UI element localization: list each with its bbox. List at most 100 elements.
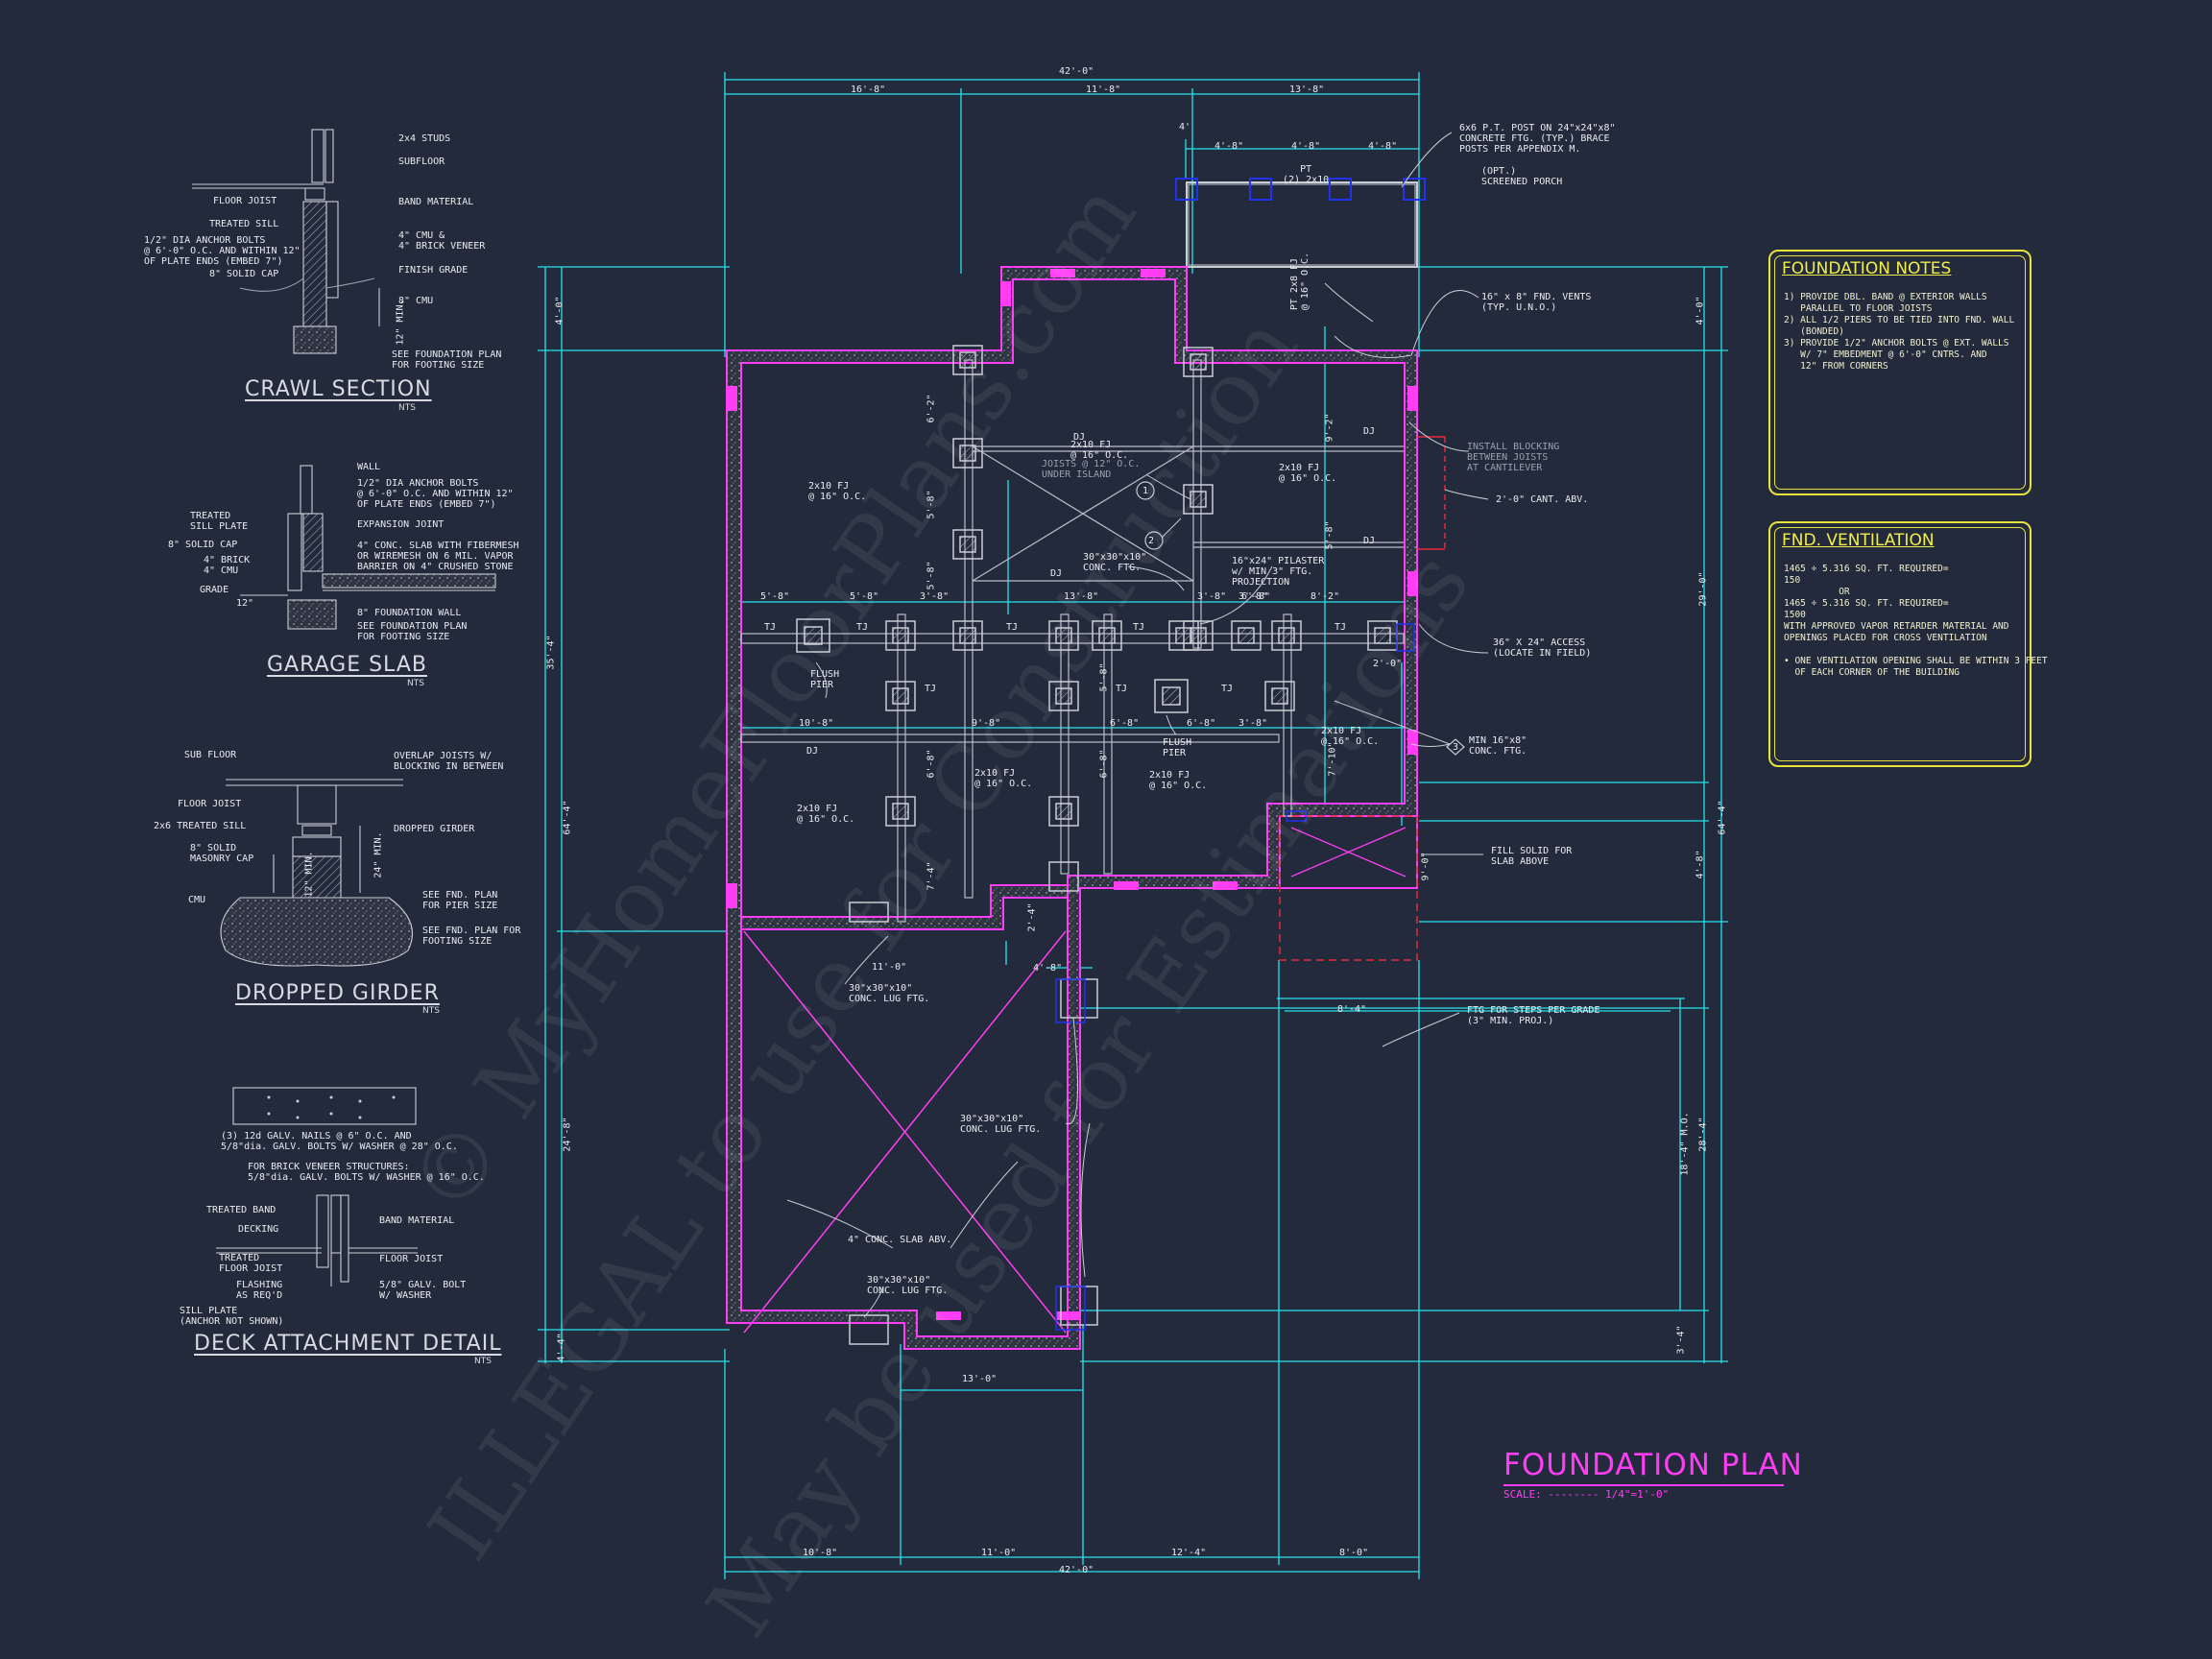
crawl-label: SEE FOUNDATION PLAN FOR FOOTING SIZE	[392, 349, 502, 371]
joist-label: 2x10 FJ @ 16" O.C.	[797, 804, 855, 825]
dim-interior: 4'-8"	[1033, 963, 1063, 974]
dim-top-segment: 13'-8"	[1289, 84, 1325, 95]
tag-label: 2	[1148, 536, 1155, 546]
garage-label: 8" FOUNDATION WALL	[357, 608, 462, 618]
dim-interior: 3'-8"	[920, 591, 950, 602]
access-label: 36" X 24" ACCESS (LOCATE IN FIELD)	[1493, 637, 1592, 659]
crawl-label: BAND MATERIAL	[398, 197, 474, 207]
ventilation-notes-body: 1465 ÷ 5.316 SQ. FT. REQUIRED= 150 OR 14…	[1784, 564, 2048, 678]
screened-porch	[1175, 178, 1426, 268]
dim-porch: 4'-8"	[1368, 141, 1398, 152]
center-footing-label: 30"x30"x10" CONC. FTG.	[1083, 552, 1147, 573]
dim-interior: 10'-8"	[799, 718, 834, 729]
deck-label: FLASHING AS REQ'D	[236, 1280, 283, 1301]
crawl-label: FLOOR JOIST	[213, 196, 277, 206]
crawl-label: TREATED SILL	[209, 219, 279, 229]
ventilation-notes-title: FND. VENTILATION	[1782, 531, 1935, 550]
dim-porch: 4'	[1179, 122, 1191, 132]
vents-label: 16" x 8" FND. VENTS (TYP. U.N.O.)	[1481, 292, 1592, 313]
girder-label: DROPPED GIRDER	[394, 824, 475, 834]
girder-label: CMU	[188, 895, 206, 905]
garage-label: WALL	[357, 462, 381, 472]
dim-right: 64'-4"	[1717, 800, 1728, 835]
leader-lines	[786, 132, 1489, 1318]
joist-label: 2x10 FJ @ 16" O.C.	[1149, 770, 1208, 791]
joist-label: 2x10 FJ @ 16" O.C.	[974, 768, 1033, 789]
dim-interior: 3'-8"	[1238, 591, 1268, 602]
detail-crawl-section	[192, 129, 380, 354]
blocking-label: INSTALL BLOCKING BETWEEN JOISTS AT CANTI…	[1467, 442, 1560, 473]
dim-interior: 5'-8"	[760, 591, 790, 602]
dim-interior: 6'-8"	[926, 749, 937, 779]
dj-label: DJ	[1050, 568, 1063, 579]
girder-label: FLOOR JOIST	[178, 799, 242, 809]
garage-nts: NTS	[407, 679, 424, 688]
dj-label: DJ	[806, 746, 819, 757]
crawl-label: 1/2" DIA ANCHOR BOLTS @ 6'-0" O.C. AND W…	[144, 235, 301, 267]
dj-label: DJ	[1073, 432, 1086, 443]
foundation-notes-body: 1) PROVIDE DBL. BAND @ EXTERIOR WALLS PA…	[1784, 292, 2015, 372]
garage-label: 1/2" DIA ANCHOR BOLTS @ 6'-0" O.C. AND W…	[357, 478, 514, 510]
dim-bottom-segment: 12'-4"	[1171, 1548, 1207, 1558]
girder-label: OVERLAP JOISTS W/ BLOCKING IN BETWEEN	[394, 751, 504, 772]
steps-footing-label: FTG FOR STEPS PER GRADE (3" MIN. PROJ.)	[1467, 1005, 1600, 1026]
crawl-label: 2x4 STUDS	[398, 133, 451, 144]
garage-label: 4" BRICK 4" CMU	[204, 555, 251, 576]
dropped-girder-title: DROPPED GIRDER	[235, 981, 440, 1005]
dimension-lines	[538, 72, 1728, 1579]
tag-circles	[1136, 481, 1465, 756]
joist-label: 2x10 FJ @ 16" O.C.	[808, 481, 867, 502]
crawl-section-title: CRAWL SECTION	[245, 377, 432, 401]
tag-label: 1	[1142, 486, 1149, 496]
tj-label: TJ	[925, 684, 937, 694]
tj-label: TJ	[1006, 622, 1019, 633]
min-footing-label: MIN 16"x8" CONC. FTG.	[1469, 735, 1527, 757]
detail-garage-slab	[240, 465, 496, 630]
tj-label: TJ	[1133, 622, 1145, 633]
joist-label: 2x10 FJ @ 16" O.C.	[1070, 440, 1129, 461]
garage-slab-title: GARAGE SLAB	[267, 653, 427, 677]
garage-label: TREATED SILL PLATE	[190, 511, 249, 532]
dim-interior: 5'-8"	[926, 490, 937, 519]
pilaster-label: 16"x24" PILASTER w/ MIN 3" FTG. PROJECTI…	[1232, 556, 1325, 588]
dim-interior: 6'-8"	[1187, 718, 1216, 729]
crawl-label: FINISH GRADE	[398, 265, 469, 276]
joist-label: 2x10 FJ @ 16" O.C.	[1279, 463, 1337, 484]
dim-top-segment: 11'-8"	[1086, 84, 1121, 95]
dim-interior: 9'-0"	[1420, 852, 1431, 881]
crawl-nts: NTS	[398, 403, 416, 413]
garage-label: SEE FOUNDATION PLAN FOR FOOTING SIZE	[357, 621, 468, 642]
deck-label: TREATED FLOOR JOIST	[219, 1253, 283, 1274]
tag-label: 3	[1453, 742, 1459, 753]
island-joists-label: JOISTS @ 12" O.C. UNDER ISLAND	[1042, 459, 1141, 480]
plan-title-underline	[1503, 1484, 1784, 1486]
crawl-label: 4" CMU & 4" BRICK VENEER	[398, 230, 486, 252]
garage-label: EXPANSION JOINT	[357, 519, 445, 530]
dim-bottom-overall: 42'-0"	[1059, 1565, 1094, 1575]
dim-left: 4'-0"	[554, 296, 565, 325]
dim-interior: 11'-0"	[872, 962, 907, 973]
crawl-label: 12" MIN.	[395, 299, 406, 346]
dim-top-overall: 42'-0"	[1059, 66, 1094, 77]
detail-dropped-girder	[220, 779, 413, 967]
dim-bottom-step: 13'-0"	[962, 1374, 998, 1384]
dim-bottom-segment: 10'-8"	[803, 1548, 838, 1558]
flush-pier-label: FLUSH PIER	[1163, 737, 1192, 758]
dim-bottom-segment: 8'-0"	[1339, 1548, 1369, 1558]
dim-interior: 3'-8"	[1238, 718, 1268, 729]
foundation-notes-title: FOUNDATION NOTES	[1782, 259, 1952, 278]
porch-beam-label: PT (2) 2x10	[1283, 164, 1330, 185]
garage-label: 4" CONC. SLAB WITH FIBERMESH OR WIREMESH…	[357, 541, 519, 572]
porch-label: (OPT.) SCREENED PORCH	[1481, 166, 1563, 187]
joist-label: 2x10 FJ @ 16" O.C.	[1321, 726, 1380, 747]
piers	[796, 345, 1415, 1345]
dim-interior: 3'-8"	[1197, 591, 1227, 602]
garage-label: GRADE	[200, 585, 229, 595]
dim-interior: 13'-8"	[1064, 591, 1099, 602]
crawl-label: SUBFLOOR	[398, 156, 445, 167]
foundation-notes-box: FOUNDATION NOTES 1) PROVIDE DBL. BAND @ …	[1768, 250, 2032, 495]
crawl-label: 8" CMU	[398, 296, 434, 306]
girder-nts: NTS	[422, 1006, 440, 1016]
